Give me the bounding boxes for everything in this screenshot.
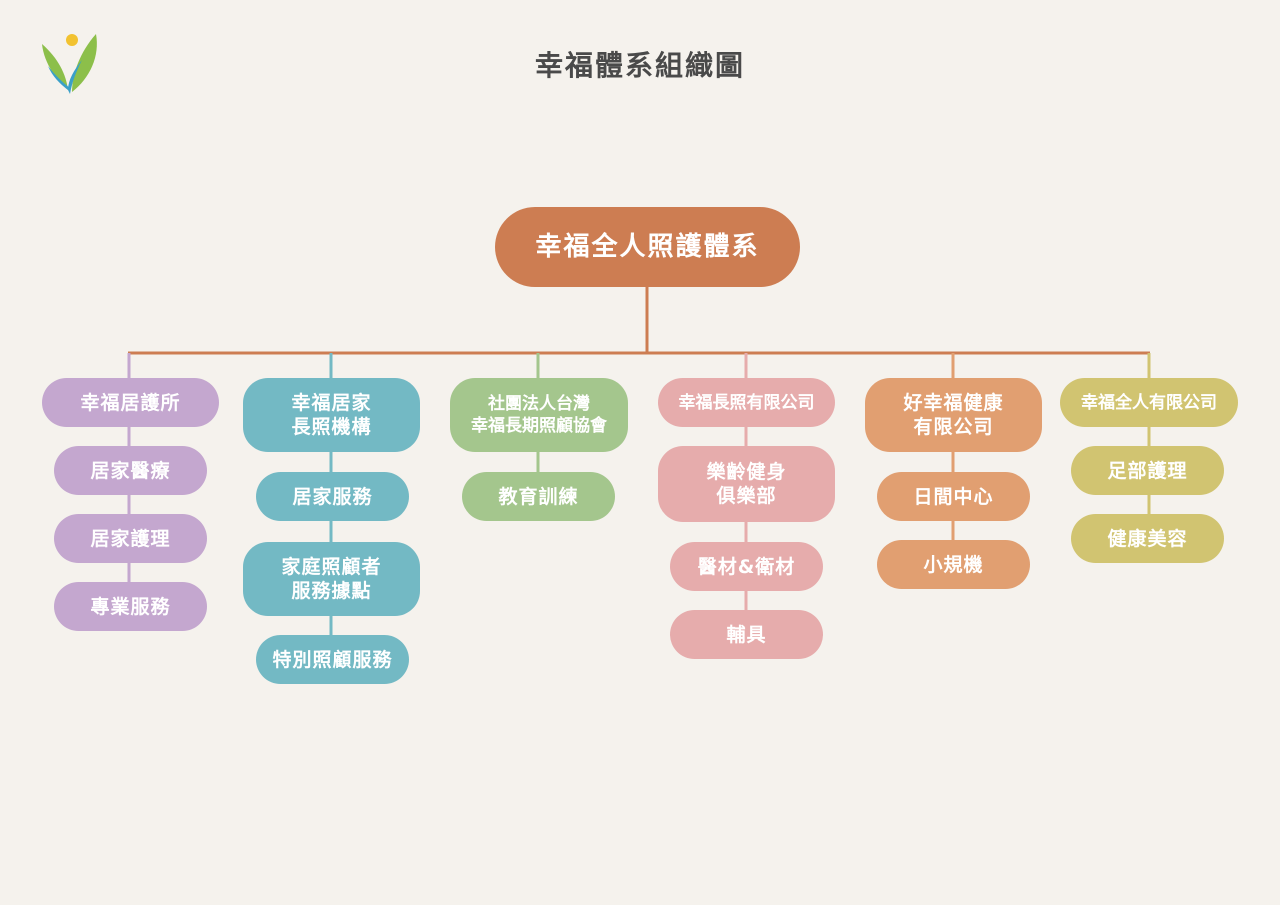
child-node-special-care-service: 特別照顧服務 <box>256 635 409 684</box>
child-node-assistive-devices: 輔具 <box>670 610 823 659</box>
child-node-home-medical: 居家醫療 <box>54 446 207 495</box>
branch-node-home-nursing: 幸福居護所 <box>42 378 219 427</box>
child-node-senior-fitness-club: 樂齡健身 俱樂部 <box>658 446 835 522</box>
branch-node-home-ltc-agency: 幸福居家 長照機構 <box>243 378 420 452</box>
child-node-foot-care: 足部護理 <box>1071 446 1224 495</box>
child-node-medical-supplies: 醫材&衛材 <box>670 542 823 591</box>
child-node-family-caregiver-point: 家庭照顧者 服務據點 <box>243 542 420 616</box>
root-node: 幸福全人照護體系 <box>495 207 800 287</box>
branch-node-ltc-association: 社團法人台灣 幸福長期照顧協會 <box>450 378 628 452</box>
branch-node-health-company: 好幸福健康 有限公司 <box>865 378 1042 452</box>
branch-node-ltc-company: 幸福長照有限公司 <box>658 378 835 427</box>
child-node-day-center: 日間中心 <box>877 472 1030 521</box>
child-node-home-service: 居家服務 <box>256 472 409 521</box>
logo-icon <box>42 34 97 94</box>
child-node-small-multifunction: 小規機 <box>877 540 1030 589</box>
child-node-education-training: 教育訓練 <box>462 472 615 521</box>
branch-node-holistic-company: 幸福全人有限公司 <box>1060 378 1238 427</box>
page-title: 幸福體系組織圖 <box>534 49 745 82</box>
child-node-home-care: 居家護理 <box>54 514 207 563</box>
child-node-health-beauty: 健康美容 <box>1071 514 1224 563</box>
child-node-professional-service: 專業服務 <box>54 582 207 631</box>
